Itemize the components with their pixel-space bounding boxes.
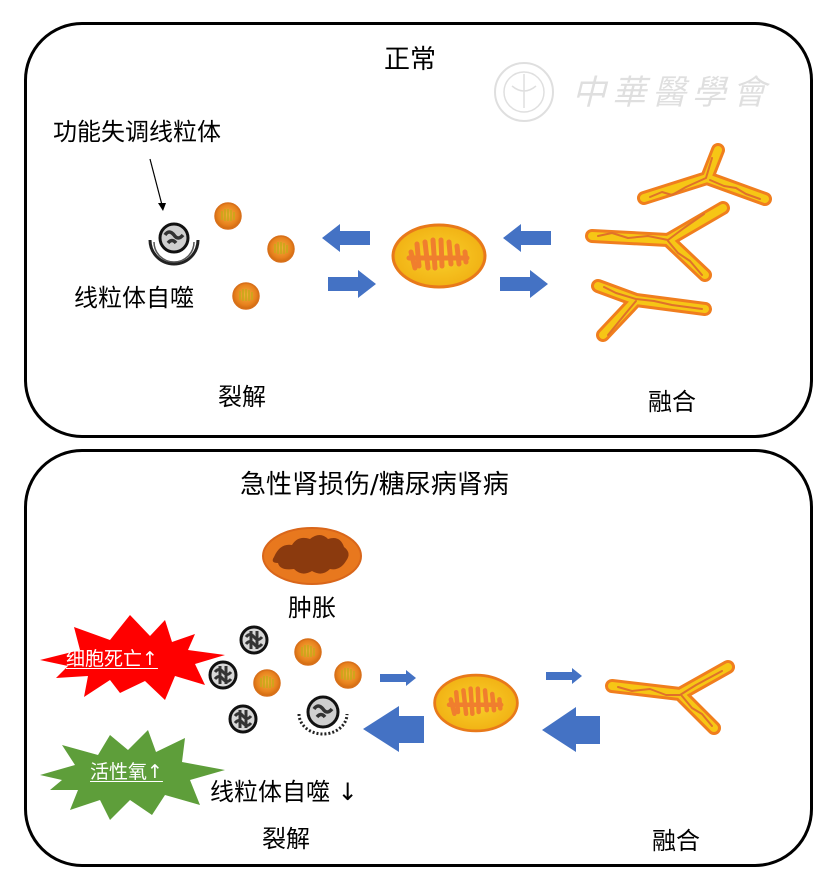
fragmented-mitochondrion xyxy=(232,282,260,310)
fission-arrow-large xyxy=(363,706,424,752)
normal-mitochondrion xyxy=(435,675,518,731)
damaged-mitochondrion xyxy=(239,625,269,655)
fission-label: 裂解 xyxy=(218,383,266,411)
dysfunctional-mitochondria-label: 功能失调线粒体 xyxy=(53,118,221,146)
fusion-arrow-right xyxy=(500,270,548,298)
dysfunctional-mitochondrion xyxy=(148,222,200,266)
impaired-autophagosome xyxy=(297,695,349,736)
fusion-arrow-small xyxy=(546,668,582,684)
cell-death-burst xyxy=(40,615,225,700)
fragmented-mitochondrion xyxy=(267,235,295,263)
ros-burst xyxy=(40,730,225,820)
normal-panel-title: 正常 xyxy=(384,45,437,75)
fission-arrow-left xyxy=(322,224,370,252)
mitophagy-label: 线粒体自噬 xyxy=(74,284,194,312)
fusion-arrow-small xyxy=(380,670,416,686)
fission-label: 裂解 xyxy=(262,825,310,853)
fusion-arrow-right xyxy=(328,270,376,298)
swollen-mitochondrion xyxy=(262,527,362,585)
pointer-arrow-head xyxy=(158,203,166,211)
fusion-label: 融合 xyxy=(652,827,700,855)
fission-arrow-large xyxy=(542,707,600,752)
fragmented-mitochondrion xyxy=(334,661,362,689)
disease-panel-title: 急性肾损伤/糖尿病肾病 xyxy=(240,470,509,500)
fusion-label: 融合 xyxy=(648,388,696,416)
normal-mitochondrion xyxy=(393,225,485,287)
watermark-text: 中華醫學會 xyxy=(572,73,772,113)
cell-death-label: 细胞死亡↑ xyxy=(66,648,158,670)
fission-arrow-left xyxy=(503,224,551,252)
fragmented-mitochondrion xyxy=(253,669,281,697)
swelling-label: 肿胀 xyxy=(288,594,336,622)
mitophagy-decreased-label: 线粒体自噬 ↓ xyxy=(210,778,358,806)
fragmented-mitochondrion xyxy=(294,638,322,666)
fused-mitochondrial-network xyxy=(605,660,735,735)
pointer-arrow-line xyxy=(149,158,163,206)
watermark-seal-icon xyxy=(494,62,554,122)
fragmented-mitochondrion xyxy=(214,202,242,230)
fused-mitochondrial-network xyxy=(585,143,772,342)
damaged-mitochondrion xyxy=(208,660,238,690)
ros-label: 活性氧↑ xyxy=(90,761,163,783)
damaged-mitochondrion xyxy=(228,704,258,734)
